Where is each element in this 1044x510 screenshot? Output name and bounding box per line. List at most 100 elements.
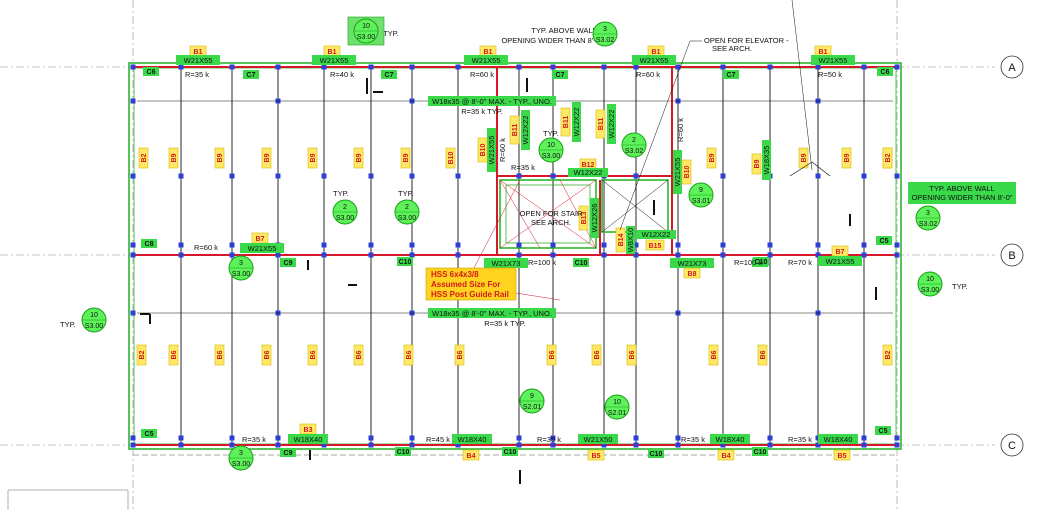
svg-text:C10: C10 (650, 451, 663, 458)
svg-text:S3.01: S3.01 (692, 198, 710, 205)
column-tag: C10 (395, 447, 411, 456)
note-above-wall-right[interactable]: TYP. ABOVE WALL OPENING WIDER THAN 8'-0" (908, 182, 1016, 204)
vertical-beam-mark: B6 (214, 344, 225, 366)
svg-text:B9: B9 (171, 153, 178, 162)
beam-callout-top-5[interactable]: B1 W21X55 (811, 45, 855, 65)
detail-bubble[interactable]: 2S3.00 (394, 199, 420, 225)
reaction-label: R=45 k (426, 435, 450, 444)
vertical-beam-mark: B6 (454, 344, 465, 366)
svg-text:2: 2 (632, 137, 636, 144)
beam-mark: B4 (722, 453, 731, 460)
beam-callout-top-3[interactable]: B1 W21X55 (464, 45, 508, 65)
beam-callout-top-4[interactable]: B1 W21X55 (632, 45, 676, 65)
beam-callout-top-2[interactable]: B1 W21X55 (312, 45, 356, 65)
detail-bubble[interactable]: 2S3.02 (621, 132, 647, 158)
vertical-beam-mark: B6 (403, 344, 414, 366)
detail-bubble[interactable]: 3S3.00 (228, 255, 254, 281)
detail-bubble[interactable]: 2S3.00 (332, 199, 358, 225)
svg-text:S3.00: S3.00 (232, 461, 250, 468)
vertical-beam-mark: B9 (400, 147, 411, 169)
opening-label: W12X26 (590, 204, 599, 233)
beam-callout-bottom-4[interactable]: W18X40 B4 (710, 434, 750, 461)
beam-mark: B7 (836, 249, 845, 256)
hss-line-2: Assumed Size For (431, 280, 500, 289)
opening-label: W12X22 (574, 168, 603, 177)
opening-label: B11 (563, 116, 570, 129)
title-block-fragment (7, 489, 129, 510)
svg-text:C7: C7 (727, 72, 736, 79)
reaction-label: R=35 k (537, 435, 561, 444)
opening-label: B12 (582, 162, 595, 169)
detail-bubble[interactable]: 3S3.02 (592, 21, 618, 47)
detail-bubble[interactable]: 3S3.00 (228, 445, 254, 471)
grid-bubble-b[interactable]: B (1000, 243, 1024, 267)
beam-callout-bottom-5[interactable]: W18X40 B5 (818, 434, 858, 461)
vertical-beam-mark: B6 (168, 344, 179, 366)
opening-label: B10 (684, 165, 691, 178)
opening-label: B10 (480, 143, 487, 156)
svg-text:C8: C8 (145, 241, 154, 248)
grid-bubble-a[interactable]: A (1000, 55, 1024, 79)
note-line: TYP. ABOVE WALL (929, 184, 994, 193)
note-stair[interactable]: OPEN FOR STAIR SEE ARCH. (520, 209, 583, 227)
beam-mark: B4 (467, 453, 476, 460)
opening-label: W12X22 (521, 116, 530, 145)
svg-text:C9: C9 (284, 260, 293, 267)
beam-callout-mid-4[interactable]: B7 W21X55 (818, 245, 862, 266)
beam-callout-bottom-2[interactable]: W18X40 B4 (452, 434, 492, 461)
vertical-beam-marks: B2B9B9B9B9B9B9B10B9B9B9B9B2B2B6B6B6B6B6B… (136, 147, 893, 366)
opening-label: W21X55 (673, 158, 682, 187)
typ-notes: TYP. TYP. TYP. TYP. TYP. TYP. (60, 29, 968, 329)
beam-callout-top-1[interactable]: B1 W21X55 (176, 45, 220, 65)
svg-text:B9: B9 (403, 153, 410, 162)
svg-text:C10: C10 (504, 449, 517, 456)
svg-text:B9: B9 (709, 153, 716, 162)
joist-note-upper[interactable]: W18x35 @ 8'-0" MAX. - TYP., UNO. R=35 k … (428, 96, 556, 116)
hss-line-1: HSS 6x4x3/8 (431, 270, 479, 279)
note-hss[interactable]: HSS 6x4x3/8 Assumed Size For HSS Post Gu… (425, 267, 517, 301)
beam-size: W21X55 (472, 56, 501, 65)
detail-bubble[interactable]: 9S2.01 (519, 388, 545, 414)
grid-bubble-c[interactable]: C (1000, 433, 1024, 457)
detail-bubble[interactable]: 9S3.01 (688, 182, 714, 208)
detail-bubble[interactable]: 3S3.02 (915, 205, 941, 231)
beam-size: W21X55 (640, 56, 669, 65)
svg-text:S2.01: S2.01 (608, 410, 626, 417)
vertical-beam-mark: B10 (445, 147, 456, 169)
svg-text:C10: C10 (399, 259, 412, 266)
beam-callout-bottom-3[interactable]: W21X50 B5 (578, 434, 618, 461)
joist-note-upper-r: R=35 k TYP. (461, 107, 503, 116)
svg-text:C5: C5 (880, 238, 889, 245)
reaction-label: R=35 k (681, 435, 705, 444)
svg-text:B9: B9 (356, 153, 363, 162)
note-line: OPEN FOR STAIR (520, 209, 583, 218)
vertical-beam-mark: B2 (882, 344, 893, 366)
beam-callout-bottom-1[interactable]: B3 W18X40 (288, 423, 328, 444)
beam-callout-mid-1[interactable]: B7 W21X55 (240, 232, 284, 253)
reaction-label: R=35 k (185, 70, 209, 79)
beam-size: W18X40 (716, 435, 745, 444)
svg-text:3: 3 (926, 210, 930, 217)
svg-text:B6: B6 (629, 350, 636, 359)
column-tag: C9 (280, 448, 296, 457)
note-above-wall-top[interactable]: TYP. ABOVE WALL OPENING WIDER THAN 8'-0" (501, 26, 602, 45)
joist-note-lower[interactable]: W18x35 @ 8'-0" MAX. - TYP., UNO. R=35 k … (428, 308, 556, 328)
note-elevator[interactable]: OPEN FOR ELEVATOR - SEE ARCH. (619, 36, 789, 231)
grid-label-b: B (1008, 250, 1015, 262)
svg-text:C7: C7 (385, 72, 394, 79)
vertical-beam-mark: B6 (307, 344, 318, 366)
beam-mark: B1 (819, 49, 828, 56)
beam-mark: B1 (194, 49, 203, 56)
typ-note: TYP. (952, 282, 968, 291)
beam-callout-mid-3[interactable]: W21X73 B8 (670, 258, 714, 279)
svg-text:C7: C7 (556, 72, 565, 79)
vertical-beam-mark: B2 (138, 147, 149, 169)
beam-size: W18X40 (824, 435, 853, 444)
svg-text:B9: B9 (801, 153, 808, 162)
vertical-beam-mark: B6 (591, 344, 602, 366)
